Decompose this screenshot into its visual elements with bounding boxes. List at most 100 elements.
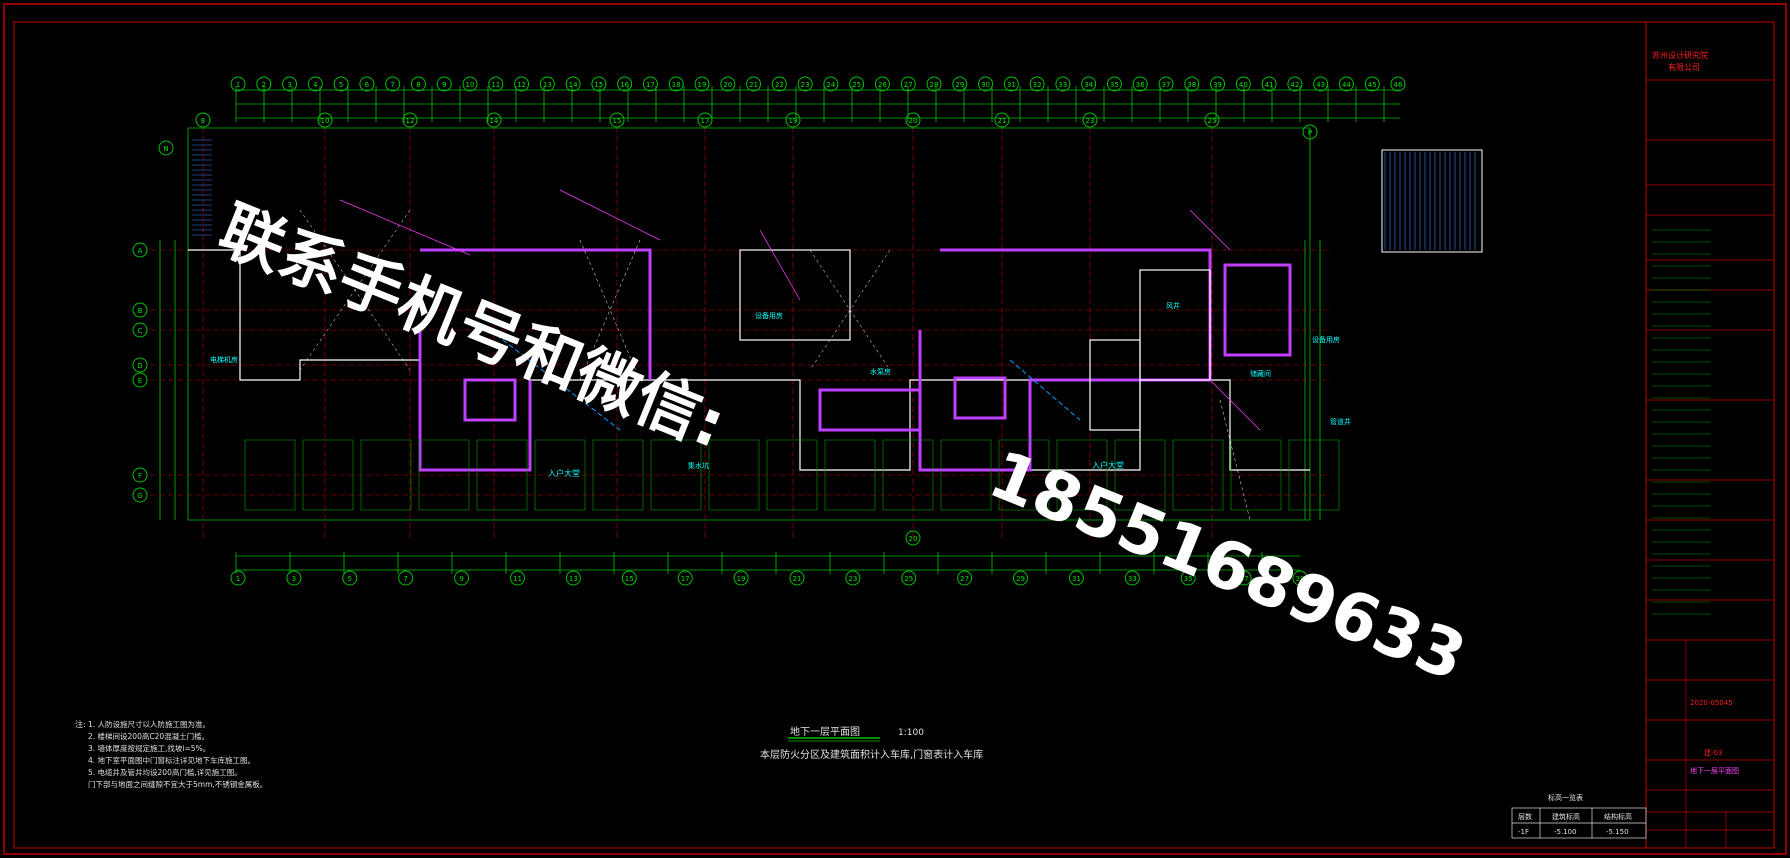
grid-bubble-bottom: 33 bbox=[1124, 570, 1140, 586]
grid-bubble-top: 26 bbox=[874, 76, 890, 92]
grid-bubble-top-label: 10 bbox=[466, 81, 475, 89]
room-water: 集水坑 bbox=[688, 461, 709, 470]
company-suffix: 有限公司 bbox=[1668, 62, 1700, 72]
grid-bubble-top: 35 bbox=[1106, 76, 1122, 92]
grid-bubble-center: 20 bbox=[905, 530, 921, 546]
grid-bubble-top-label: 32 bbox=[1033, 81, 1042, 89]
grid-bubble-left-label: D bbox=[137, 362, 142, 370]
grid-bubble-top: 44 bbox=[1338, 76, 1354, 92]
grid-bubble-bottom: 27 bbox=[957, 570, 973, 586]
grid-bubble-top-label: 26 bbox=[878, 81, 887, 89]
room-storage: 储藏间 bbox=[1250, 369, 1271, 378]
grid-bubble-top: 33 bbox=[1055, 76, 1071, 92]
grid-bubble-top-label: 3 bbox=[287, 81, 291, 89]
room-equipment-2: 设备用房 bbox=[1312, 335, 1340, 344]
grid-bubble-top-label: 20 bbox=[723, 81, 732, 89]
grid-bubble-left: B bbox=[132, 302, 148, 318]
grid-bubble-top-label: 38 bbox=[1187, 81, 1196, 89]
grid-bubble-left: G bbox=[132, 487, 148, 503]
grid-bubble-top: 25 bbox=[849, 76, 865, 92]
grid-bubble-top: 12 bbox=[514, 76, 530, 92]
dimension-lines bbox=[159, 86, 1400, 574]
grid-bubble-left-label: E bbox=[138, 377, 142, 385]
grid-bubble-top-label: 24 bbox=[826, 81, 835, 89]
walls bbox=[187, 127, 1483, 521]
level-table: 标高一览表 层数 建筑标高 结构标高 -1F -5.100 -5.150 bbox=[1511, 793, 1647, 839]
grid-bubble-top-label: 13 bbox=[543, 81, 552, 89]
grid-bubble-top-label: 30 bbox=[981, 81, 990, 89]
grid-bubble-top: 17 bbox=[642, 76, 658, 92]
grid-bubble-top: 7 bbox=[385, 76, 401, 92]
grid-bubble-top-label: 25 bbox=[852, 81, 861, 89]
grid-bubble-bottom: 15 bbox=[621, 570, 637, 586]
note-item: 2. 楼梯间设200高C20混凝土门槛。 bbox=[88, 731, 209, 741]
note-item: 5. 电缆井及管井均设200高门槛,详见施工图。 bbox=[88, 767, 242, 777]
grid-bubble-top-label: 46 bbox=[1394, 81, 1403, 89]
inner-frame bbox=[13, 21, 1775, 849]
grid-bubble-bottom: 35 bbox=[1180, 570, 1196, 586]
grid-bubble-top-label: 4 bbox=[313, 81, 318, 89]
grid-bubble-top: 9 bbox=[436, 76, 452, 92]
grid-bubble-mid: 8 bbox=[195, 112, 211, 128]
sheet-number: 建-03 bbox=[1704, 748, 1722, 757]
grid-bubble-bottom: 13 bbox=[565, 570, 581, 586]
drawing-title: 地下一层平面图 bbox=[790, 725, 860, 738]
grid-bubble-top-label: 16 bbox=[620, 81, 629, 89]
notes-heading: 注: bbox=[75, 719, 86, 729]
grid-bubble-bottom-label: 39 bbox=[1296, 575, 1305, 583]
grid-bubble-bottom: 9 bbox=[454, 570, 470, 586]
grid-bubble-left: E bbox=[132, 372, 148, 388]
grid-bubble-top: 31 bbox=[1003, 76, 1019, 92]
grid-bubble-top-label: 22 bbox=[775, 81, 784, 89]
grid-bubble-top-label: 45 bbox=[1368, 81, 1377, 89]
grid-bubble-mid: 21 bbox=[994, 112, 1010, 128]
watermark-phone: 18551689633 bbox=[979, 436, 1476, 697]
grid-bubble-mid-label: 12 bbox=[406, 117, 415, 125]
level-header-arch: 建筑标高 bbox=[1552, 812, 1580, 821]
grid-bubble-bottom: 17 bbox=[677, 570, 693, 586]
grid-bubble-top-label: 14 bbox=[569, 81, 578, 89]
grid-bubble-top: 42 bbox=[1287, 76, 1303, 92]
grid-bubble-top-label: 35 bbox=[1110, 81, 1119, 89]
sheet-frame bbox=[3, 3, 1787, 855]
watermark-line1: 联系手机号和微信: bbox=[209, 193, 735, 463]
grid-bubble-top: 16 bbox=[617, 76, 633, 92]
grid-bubble-left: D bbox=[132, 357, 148, 373]
level-table-heading: 标高一览表 bbox=[1548, 793, 1583, 802]
grid-bubble-top-label: 28 bbox=[930, 81, 939, 89]
grid-bubble-top-label: 21 bbox=[749, 81, 758, 89]
grid-bubble-bottom-label: 23 bbox=[848, 575, 857, 583]
grid-bubble-bottom-label: 13 bbox=[569, 575, 578, 583]
grid-bubble-top: 29 bbox=[952, 76, 968, 92]
grid-bubble-top: 5 bbox=[333, 76, 349, 92]
grid-bubble-bottom: 31 bbox=[1068, 570, 1084, 586]
grid-bubble-top-label: 34 bbox=[1084, 81, 1093, 89]
grid-bubble-bottom-label: 3 bbox=[292, 575, 296, 583]
annotations bbox=[299, 189, 1261, 521]
grid-bubble-left-label: N bbox=[163, 145, 168, 153]
grid-bubble-bottom-label: 33 bbox=[1128, 575, 1137, 583]
grid-bubble-bottom-label: 7 bbox=[403, 575, 407, 583]
room-pump: 水泵房 bbox=[870, 367, 891, 376]
grid-bubble-top-label: 33 bbox=[1058, 81, 1067, 89]
room-shaft: 风井 bbox=[1166, 301, 1180, 310]
grid-bubble-left-label: B bbox=[138, 307, 143, 315]
grid-bubble-bottom: 25 bbox=[901, 570, 917, 586]
grid-bubble-mid: 19 bbox=[785, 112, 801, 128]
grid-bubble-top: 1 bbox=[230, 76, 246, 92]
grid-bubble-left: C bbox=[132, 322, 148, 338]
grid-bubble-top: 21 bbox=[746, 76, 762, 92]
grid-bubble-bottom: 37 bbox=[1236, 570, 1252, 586]
title-block-lines bbox=[1646, 79, 1774, 848]
level-row-floor: -1F bbox=[1518, 828, 1529, 836]
note-item: 门下部与地面之间缝隙不宜大于5mm,不锈钢金属板。 bbox=[88, 779, 267, 789]
drawing-scale: 1:100 bbox=[898, 728, 924, 738]
room-elevator: 电梯机房 bbox=[210, 355, 238, 364]
grid-bubble-top-label: 5 bbox=[339, 81, 343, 89]
grid-bubble-top: 38 bbox=[1184, 76, 1200, 92]
grid-bubble-top: 13 bbox=[539, 76, 555, 92]
grid-bubble-top: 30 bbox=[978, 76, 994, 92]
watermark: 联系手机号和微信: bbox=[209, 193, 735, 463]
